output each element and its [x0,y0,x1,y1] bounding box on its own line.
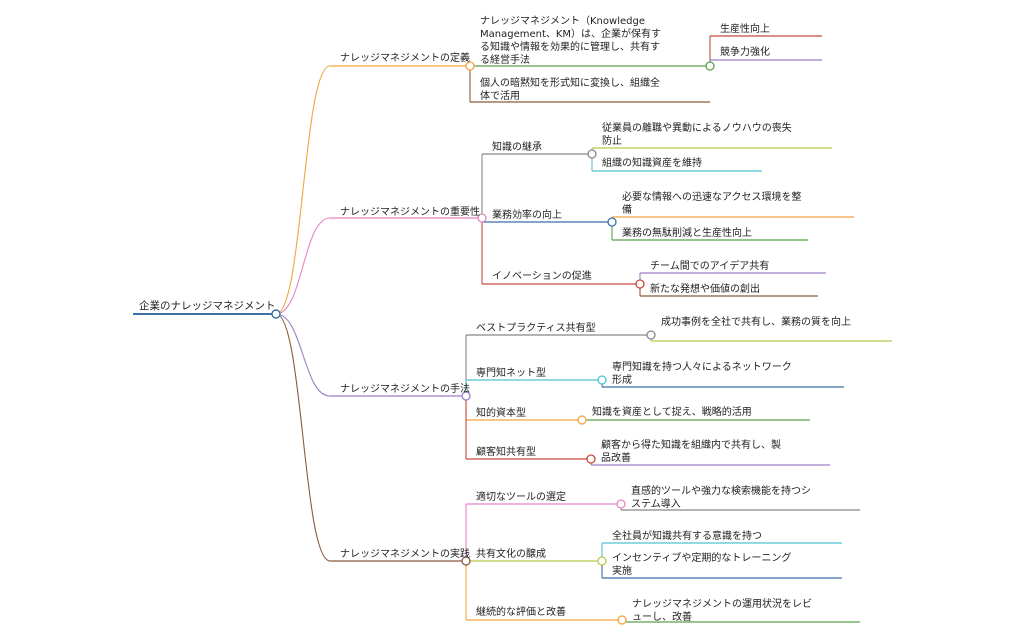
branch-0-0-collapse-handle[interactable] [705,61,715,71]
branch-3-0-label: 適切なツールの選定 [476,492,566,503]
branch-3-collapse-handle[interactable] [461,556,471,566]
branch-1-2-collapse-handle[interactable] [635,279,645,289]
branch-0-label: ナレッジマネジメントの定義 [340,53,470,64]
branch-0-0-label: ナレッジマネジメント（Knowledge Management、KM）は、企業が… [480,16,662,66]
branch-1-2-1-label: 新たな発想や価値の創出 [650,284,760,295]
branch-3-1-1-label: インセンティブや定期的なトレーニング実施 [612,553,792,577]
branch-0-1-label: 個人の暗黙知を形式知に変換し、組織全体で活用 [480,78,660,102]
branch-1-1-label: 業務効率の向上 [492,210,562,221]
branch-3-2-0-label: ナレッジマネジメントの運用状況をレビューし、改善 [632,599,812,623]
branch-0-0-1-label: 競争力強化 [720,47,770,58]
branch-2-3-collapse-handle[interactable] [586,454,596,464]
branch-3-0-0-label: 直感的ツールや強力な検索機能を持つシステム導入 [631,486,811,510]
branch-0-collapse-handle[interactable] [465,61,475,71]
branch-1-0-label: 知識の継承 [492,142,542,153]
branch-3-label: ナレッジマネジメントの実践 [340,549,470,560]
branch-0-connector [275,65,331,315]
branch-0-0-0-label: 生産性向上 [720,24,770,35]
root-node-label: 企業のナレッジマネジメント [139,300,276,312]
branch-3-2-label: 継続的な評価と改善 [476,607,566,618]
branch-3-0-collapse-handle[interactable] [616,499,626,509]
branch-2-3-label: 顧客知共有型 [476,447,536,458]
branch-2-3-0-label: 顧客から得た知識を組織内で共有し、製品改善 [601,440,781,464]
branch-2-label: ナレッジマネジメントの手法 [340,384,470,395]
branch-1-2-label: イノベーションの促進 [492,271,592,282]
branch-2-2-0-label: 知識を資産として捉え、戦略的活用 [592,407,752,418]
branch-1-1-0-label: 必要な情報への迅速なアクセス環境を整備 [622,192,802,216]
branch-2-2-collapse-handle[interactable] [577,415,587,425]
root-node-collapse-handle[interactable] [271,309,281,319]
branch-1-0-collapse-handle[interactable] [587,149,597,159]
branch-1-1-1-label: 業務の無駄削減と生産性向上 [622,228,752,239]
branch-1-0-0-label: 従業員の離職や異動によるノウハウの喪失防止 [602,123,792,147]
branch-3-2-collapse-handle[interactable] [617,615,627,625]
branch-3-connector [275,313,331,562]
branch-2-1-0-label: 専門知識を持つ人々によるネットワーク形成 [612,362,792,386]
branch-3-1-label: 共有文化の醸成 [476,549,546,560]
branch-2-0-label: ベストプラクティス共有型 [476,323,596,334]
branch-1-connector [275,217,331,315]
branch-2-collapse-handle[interactable] [461,391,471,401]
branch-1-label: ナレッジマネジメントの重要性 [340,207,480,218]
branch-2-1-collapse-handle[interactable] [597,375,607,385]
branch-2-2-label: 知的資本型 [476,408,526,419]
branch-2-0-0-label: 成功事例を全社で共有し、業務の質を向上 [661,317,851,328]
branch-1-1-collapse-handle[interactable] [607,217,617,227]
branch-1-2-0-label: チーム間でのアイデア共有 [650,261,770,272]
branch-3-1-collapse-handle[interactable] [597,556,607,566]
branch-1-collapse-handle[interactable] [477,213,487,223]
branch-1-0-1-label: 組織の知識資産を維持 [602,158,702,169]
branch-2-0-collapse-handle[interactable] [646,330,656,340]
branch-3-1-0-label: 全社員が知識共有する意識を持つ [612,531,762,542]
branch-2-1-label: 専門知ネット型 [476,368,546,379]
branch-2-connector [275,313,331,397]
